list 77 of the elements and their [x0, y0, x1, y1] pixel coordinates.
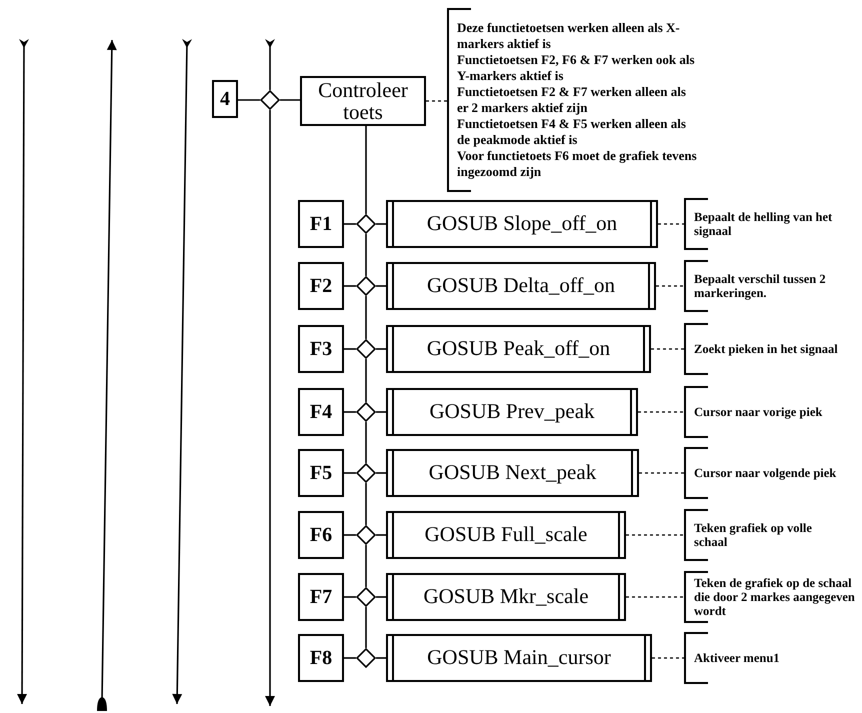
- subroutine-box: GOSUB Peak_off_on: [386, 325, 651, 373]
- leader-line: [426, 100, 447, 102]
- subroutine-box: GOSUB Prev_peak: [386, 388, 638, 436]
- connector-line: [365, 607, 367, 648]
- leader-line: [651, 348, 684, 350]
- leader-line: [652, 657, 684, 659]
- connector-line: [344, 596, 356, 598]
- connector-line: [344, 285, 356, 287]
- connector-line: [365, 234, 367, 276]
- subroutine-box: GOSUB Delta_off_on: [386, 262, 656, 310]
- comment-text: Functietoetsen F2 & F7 werken alleen als er 2 markers aktief zijn: [457, 84, 687, 116]
- comment-text: Functietoetsen F4 & F5 werken alleen als de peakmode aktief is: [457, 116, 687, 148]
- comment-text: Teken de grafiek op de schaal die door 2 markes aangegeven wordt: [694, 576, 856, 618]
- decision-diamond: [356, 339, 376, 359]
- connector-line: [365, 422, 367, 463]
- connector-line: [344, 411, 356, 413]
- comment-text: Zoekt pieken in het signaal: [694, 342, 839, 356]
- comment-text: Deze functietoetsen werken alleen als X-markers aktief is: [457, 20, 681, 52]
- key-box: F6: [298, 511, 344, 559]
- subroutine-box: GOSUB Slope_off_on: [386, 200, 658, 248]
- connector-line: [344, 472, 356, 474]
- subroutine-box: GOSUB Mkr_scale: [386, 573, 626, 621]
- connector-line: [365, 296, 367, 339]
- leader-line: [626, 596, 684, 598]
- connector-line: [344, 534, 356, 536]
- comment-text: Cursor naar volgende piek: [694, 466, 838, 480]
- subroutine-box: GOSUB Full_scale: [386, 511, 626, 559]
- connector-line: [280, 99, 300, 101]
- connector-line: [376, 472, 386, 474]
- key-box: F8: [298, 634, 344, 682]
- subroutine-box: GOSUB Next_peak: [386, 449, 639, 497]
- connector-line: [365, 359, 367, 402]
- connector-line: [265, 110, 275, 706]
- connector-line: [365, 126, 367, 214]
- leader-line: [658, 223, 684, 225]
- key-box: 4: [212, 80, 238, 118]
- comment-text: Functietoetsen F2, F6 & F7 werken ook als Y-markers aktief is: [457, 52, 696, 84]
- key-box: F3: [298, 325, 344, 373]
- connector-line: [344, 348, 356, 350]
- comment-text: Teken grafiek op volle schaal: [694, 521, 813, 549]
- key-box: F4: [298, 388, 344, 436]
- process-box: Controleer toets: [300, 76, 426, 126]
- connector-line: [238, 99, 260, 101]
- connector-line: [376, 411, 386, 413]
- connector-line: [376, 348, 386, 350]
- key-box: F5: [298, 449, 344, 497]
- connector-line: [365, 483, 367, 525]
- decision-diamond: [356, 525, 376, 545]
- comment-text: Cursor naar vorige piek: [694, 405, 824, 419]
- leader-line: [626, 534, 684, 536]
- connector-line: [265, 39, 275, 90]
- connector-line: [376, 223, 386, 225]
- leader-line: [639, 472, 684, 474]
- connector-line: [376, 657, 386, 659]
- decision-diamond: [260, 90, 280, 110]
- comment-text: Aktiveer menu1: [694, 651, 781, 665]
- decision-diamond: [356, 587, 376, 607]
- key-box: F1: [298, 200, 344, 248]
- decision-diamond: [356, 276, 376, 296]
- connector-line: [376, 534, 386, 536]
- decision-diamond: [356, 463, 376, 483]
- connector-line: [365, 545, 367, 587]
- connector-line: [344, 657, 356, 659]
- decision-diamond: [356, 648, 376, 668]
- connector-line: [344, 223, 356, 225]
- key-box: F7: [298, 573, 344, 621]
- decision-diamond: [356, 402, 376, 422]
- comment-text: Voor functietoets F6 moet de grafiek tevens ingezoomd zijn: [457, 148, 697, 180]
- leader-line: [656, 285, 684, 287]
- subroutine-box: GOSUB Main_cursor: [386, 634, 652, 682]
- comment-text: Bepaalt de helling van het signaal: [694, 210, 834, 238]
- decision-diamond: [356, 214, 376, 234]
- connector-line: [376, 596, 386, 598]
- key-box: F2: [298, 262, 344, 310]
- leader-line: [638, 411, 684, 413]
- comment-text: Bepaalt verschil tussen 2 markeringen.: [694, 272, 827, 300]
- connector-line: [376, 285, 386, 287]
